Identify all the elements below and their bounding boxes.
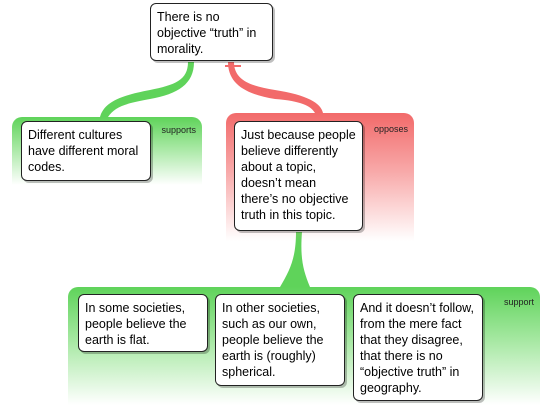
cultures-claim-box[interactable]: Different cultures have different moral …: [21, 121, 151, 181]
main-claim-box[interactable]: There is no objective “truth” in moralit…: [150, 3, 273, 61]
cultures-claim-text: Different cultures have different moral …: [28, 128, 139, 174]
support-label: support: [503, 297, 534, 307]
main-claim-text: There is no objective “truth” in moralit…: [157, 10, 257, 56]
geography-truth-claim-box[interactable]: And it doesn’t follow, from the mere fac…: [353, 294, 483, 401]
support-connector: [100, 62, 194, 117]
spherical-earth-claim-text: In other societies, such as our own, peo…: [222, 301, 324, 379]
flat-earth-claim-text: In some societies, people believe the ea…: [85, 301, 187, 347]
opposes-label: opposes: [373, 124, 408, 134]
belief-claim-text: Just because people believe differently …: [241, 128, 356, 222]
supports-label: supports: [161, 125, 196, 135]
support-connector-lower: [280, 232, 310, 287]
spherical-earth-claim-box[interactable]: In other societies, such as our own, peo…: [215, 294, 345, 386]
oppose-connector: [228, 62, 323, 113]
belief-claim-box[interactable]: Just because people believe differently …: [234, 121, 363, 231]
geography-truth-claim-text: And it doesn’t follow, from the mere fac…: [360, 301, 474, 395]
flat-earth-claim-box[interactable]: In some societies, people believe the ea…: [78, 294, 208, 352]
